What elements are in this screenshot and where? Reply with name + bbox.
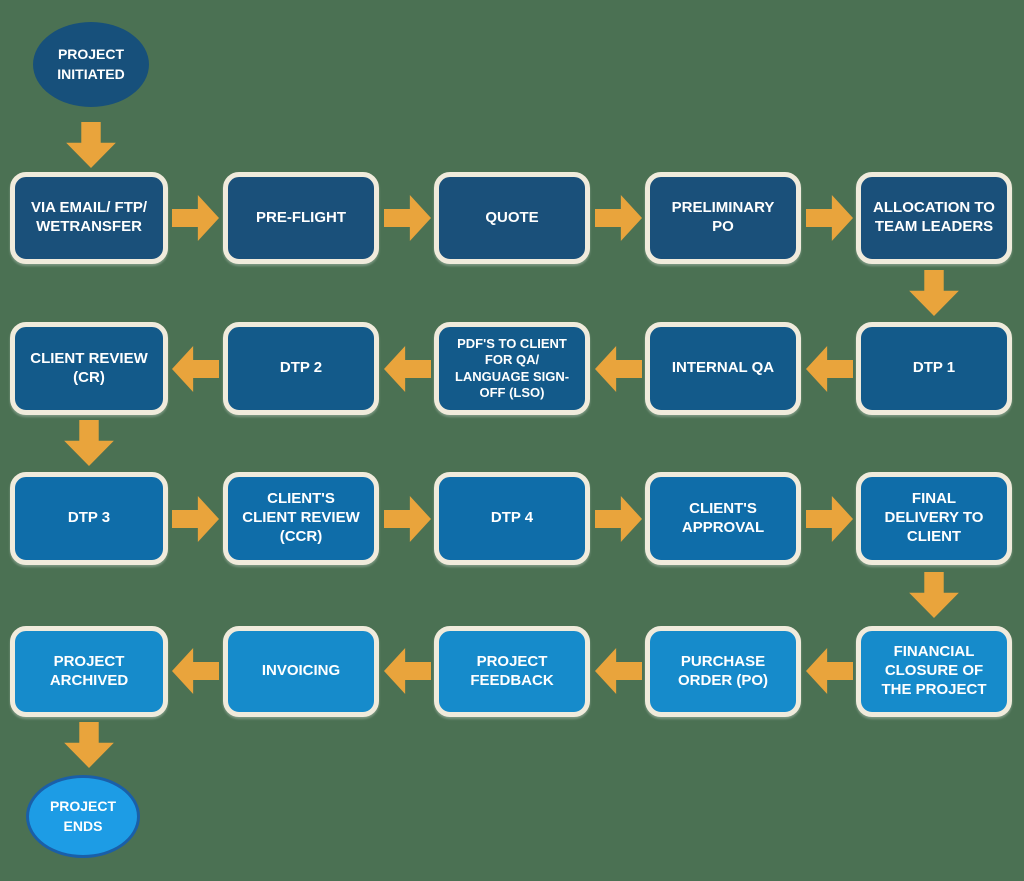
flow-step-project-archived: PROJECT ARCHIVED (10, 626, 168, 717)
arrow-right-icon (806, 195, 853, 241)
arrow-left-icon (172, 346, 219, 392)
flow-step-label: PRELIMINARY PO (671, 199, 775, 235)
arrow-left-icon (384, 346, 431, 392)
flow-step-label: DTP 4 (490, 509, 534, 527)
flow-step-label: PDF'S TO CLIENT FOR QA/ LANGUAGE SIGN- O… (454, 336, 570, 400)
arrow-left-icon (384, 648, 431, 694)
flow-step-label: DTP 3 (67, 509, 111, 527)
flow-step-pre-flight: PRE-FLIGHT (223, 172, 379, 264)
arrow-right-icon (595, 195, 642, 241)
flow-step-label: PROJECT FEEDBACK (470, 652, 554, 689)
flow-step-label: INVOICING (261, 662, 341, 680)
flow-step-allocation-to-team-leaders: ALLOCATION TO TEAM LEADERS (856, 172, 1012, 264)
arrow-right-icon (172, 195, 219, 241)
arrow-down-icon (64, 722, 114, 768)
flow-step-label: QUOTE (485, 208, 539, 226)
flow-step-preliminary-po: PRELIMINARY PO (645, 172, 801, 264)
flow-step-label: CLIENT'S APPROVAL (681, 499, 765, 536)
arrow-left-icon (172, 648, 219, 694)
arrow-left-icon (595, 648, 642, 694)
flow-step-pdfs-to-client-lso: PDF'S TO CLIENT FOR QA/ LANGUAGE SIGN- O… (434, 322, 590, 415)
flow-step-label: FINANCIAL CLOSURE OF THE PROJECT (881, 643, 987, 698)
flow-step-dtp-2: DTP 2 (223, 322, 379, 415)
flow-step-quote: QUOTE (434, 172, 590, 264)
flow-step-label: CLIENT REVIEW (CR) (30, 349, 148, 386)
flow-step-internal-qa: INTERNAL QA (645, 322, 801, 415)
flow-step-dtp-1: DTP 1 (856, 322, 1012, 415)
flow-step-clients-client-review-ccr: CLIENT'S CLIENT REVIEW (CCR) (223, 472, 379, 565)
end-label: PROJECT ENDS (49, 797, 117, 834)
flow-step-label: FINAL DELIVERY TO CLIENT (884, 490, 984, 545)
flow-step-dtp-4: DTP 4 (434, 472, 590, 565)
flow-step-label: PURCHASE ORDER (PO) (678, 652, 768, 689)
arrow-down-icon (66, 122, 116, 168)
arrow-right-icon (595, 496, 642, 542)
flow-step-label: INTERNAL QA (671, 359, 775, 377)
flow-step-project-feedback: PROJECT FEEDBACK (434, 626, 590, 717)
arrow-right-icon (384, 496, 431, 542)
flow-step-final-delivery-to-client: FINAL DELIVERY TO CLIENT (856, 472, 1012, 565)
arrow-left-icon (595, 346, 642, 392)
flow-step-label: PRE-FLIGHT (256, 208, 346, 226)
flow-step-clients-approval: CLIENT'S APPROVAL (645, 472, 801, 565)
flow-step-label: VIA EMAIL/ FTP/ WETRANSFER (30, 199, 148, 235)
start-label: PROJECT INITIATED (57, 45, 125, 82)
flow-step-client-review-cr: CLIENT REVIEW (CR) (10, 322, 168, 415)
flow-step-label: DTP 1 (912, 359, 956, 377)
start-terminator: PROJECT INITIATED (33, 22, 149, 107)
arrow-left-icon (806, 648, 853, 694)
flow-step-label: CLIENT'S CLIENT REVIEW (CCR) (242, 490, 360, 545)
flow-step-dtp-3: DTP 3 (10, 472, 168, 565)
arrow-right-icon (172, 496, 219, 542)
arrow-down-icon (64, 420, 114, 466)
end-terminator: PROJECT ENDS (26, 775, 140, 858)
flow-step-via-email-ftp-wetransfer: VIA EMAIL/ FTP/ WETRANSFER (10, 172, 168, 264)
flow-step-invoicing: INVOICING (223, 626, 379, 717)
flow-step-label: DTP 2 (279, 359, 323, 377)
flow-step-financial-closure-of-the-project: FINANCIAL CLOSURE OF THE PROJECT (856, 626, 1012, 717)
flow-step-label: ALLOCATION TO TEAM LEADERS (873, 199, 995, 235)
flow-step-label: PROJECT ARCHIVED (49, 652, 129, 689)
flow-step-purchase-order-po: PURCHASE ORDER (PO) (645, 626, 801, 717)
arrow-right-icon (384, 195, 431, 241)
arrow-down-icon (909, 270, 959, 316)
arrow-down-icon (909, 572, 959, 618)
arrow-left-icon (806, 346, 853, 392)
arrow-right-icon (806, 496, 853, 542)
